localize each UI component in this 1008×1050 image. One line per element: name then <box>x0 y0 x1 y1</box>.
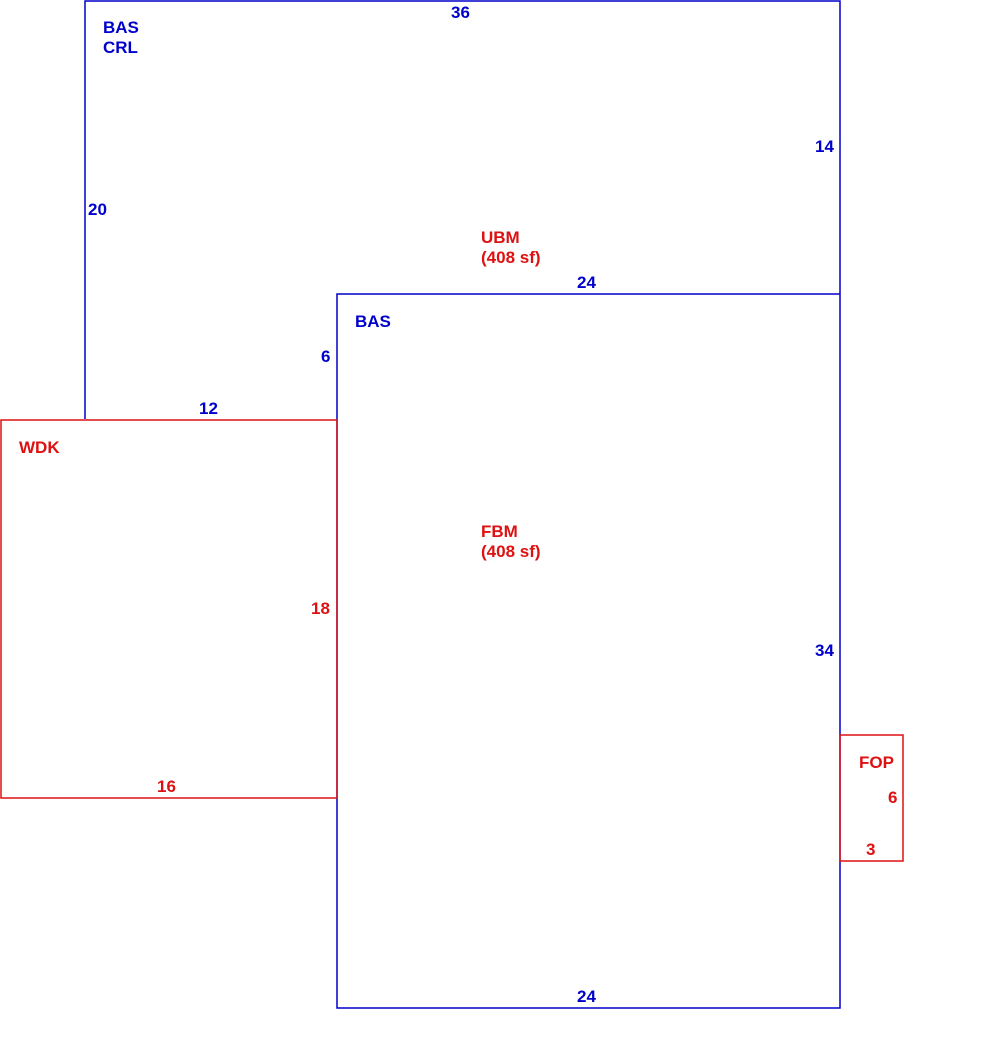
lower-right-dimension: 34 <box>815 641 834 660</box>
upper-code-label: BAS <box>103 18 139 37</box>
fop-outline <box>839 734 904 862</box>
upper-subcode-label: CRL <box>103 38 138 57</box>
fop-right-dimension: 6 <box>888 788 897 807</box>
fbm-code-label: FBM <box>481 522 518 541</box>
ubm-code-label: UBM <box>481 228 520 247</box>
upper-left-dimension: 20 <box>88 200 107 219</box>
ubm-area-label: (408 sf) <box>481 248 541 267</box>
wdk-code-label: WDK <box>19 438 60 457</box>
fbm-area-label: (408 sf) <box>481 542 541 561</box>
upper-right-dimension: 14 <box>815 137 834 156</box>
upper-top-dimension: 36 <box>451 3 470 22</box>
lower-bottom-dimension: 24 <box>577 987 596 1006</box>
step-dimension: 6 <box>321 347 330 366</box>
ledge-dimension: 12 <box>199 399 218 418</box>
wdk-outline <box>0 419 338 799</box>
building-outline <box>84 0 841 1009</box>
lower-top-dimension: 24 <box>577 273 596 292</box>
fop-bottom-dimension: 3 <box>866 840 875 859</box>
lower-code-label: BAS <box>355 312 391 331</box>
wdk-bottom-dimension: 16 <box>157 777 176 796</box>
wdk-right-dimension: 18 <box>311 599 330 618</box>
fop-code-label: FOP <box>859 753 894 772</box>
